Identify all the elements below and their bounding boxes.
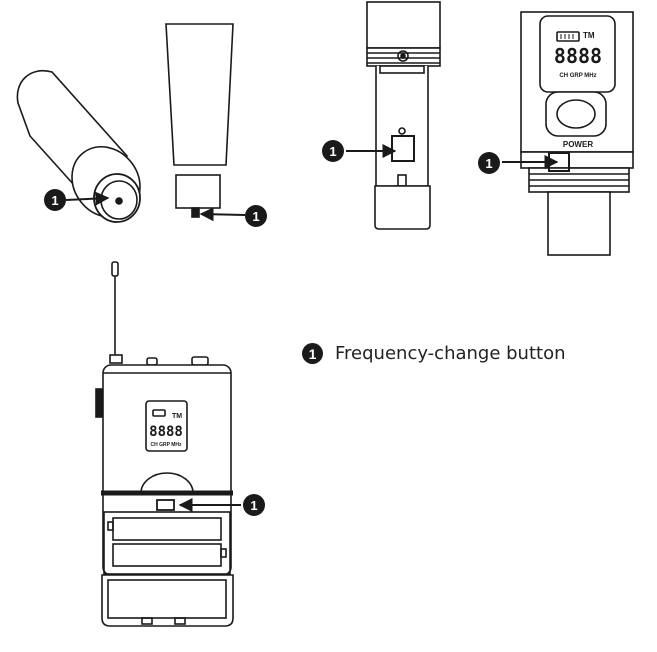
svg-text:1: 1 — [252, 209, 259, 224]
pack-status-row: CH GRP MHz — [150, 442, 182, 448]
svg-text:1: 1 — [485, 156, 492, 171]
mic-side-view — [165, 23, 234, 218]
mic-battery-compartment — [366, 1, 441, 230]
callout-marker: 1 — [322, 140, 397, 162]
bodypack-transmitter — [95, 261, 234, 627]
mic-status-row: CH GRP MHz — [559, 73, 596, 79]
callout-marker: 1 — [478, 152, 559, 174]
svg-text:1: 1 — [51, 193, 58, 208]
svg-text:1: 1 — [250, 498, 257, 513]
mic-display-view — [520, 11, 634, 256]
svg-text:1: 1 — [329, 144, 336, 159]
legend-text: Frequency-change button — [335, 343, 566, 364]
mic-bottom-view — [16, 69, 141, 223]
legend: 1 Frequency-change button — [302, 343, 566, 364]
callout-marker: 1 — [178, 494, 265, 516]
mic-tm-label: TM — [583, 31, 595, 40]
callout-marker: 1 — [44, 189, 110, 211]
legend-marker: 1 — [302, 343, 323, 364]
power-label: POWER — [563, 140, 593, 149]
callout-marker: 1 — [199, 205, 267, 227]
pack-segment-readout: 8888 — [149, 424, 183, 440]
pack-tm-label: TM — [172, 413, 182, 420]
mic-segment-readout: 8888 — [554, 44, 602, 68]
